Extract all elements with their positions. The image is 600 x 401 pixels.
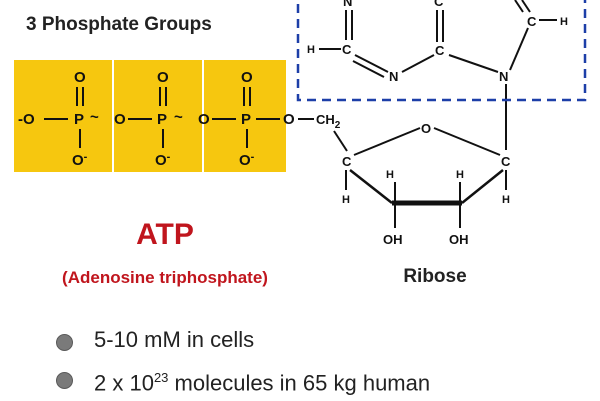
atom-n3: N <box>389 69 398 84</box>
tilde-bond: ~ <box>90 109 99 126</box>
atom-n9: N <box>499 69 508 84</box>
atom-h4: H <box>342 194 350 206</box>
phosphate-group-1: -O P O O- ~ <box>18 69 99 169</box>
atom-n-top: N <box>343 0 352 9</box>
atom-oh-3: OH <box>383 232 403 247</box>
fact-superscript: 23 <box>153 370 169 385</box>
phosphate-box-1 <box>14 60 112 172</box>
bullet-dot-icon <box>56 372 73 389</box>
fact-prefix: 2 x 10 <box>94 370 154 396</box>
atom-p: P <box>157 111 167 128</box>
adenine-highlight-box <box>296 0 587 102</box>
phosphate-group-2: O P O O- ~ <box>114 69 183 169</box>
atom-c5: C <box>434 0 444 9</box>
atom-ch2: CH2 <box>316 112 341 131</box>
atom-c2-h: H <box>456 169 464 181</box>
ribose-label: Ribose <box>403 266 467 287</box>
atom-o: O <box>157 69 169 86</box>
atom-h1: H <box>502 194 510 206</box>
atom-oh-2: OH <box>449 232 469 247</box>
bullet-dot-icon <box>56 334 73 351</box>
atom-o-minus: O- <box>72 151 88 169</box>
atom-c3: H <box>386 169 394 181</box>
atom-o-minus: -O <box>18 111 35 128</box>
list-item: 5-10 mM in cells <box>56 325 430 363</box>
fact-text: 5-10 mM in cells <box>94 327 255 352</box>
fact-suffix: molecules in 65 kg human <box>168 370 431 396</box>
atom-c2: C <box>342 42 352 57</box>
heading-phosphate-groups: 3 Phosphate Groups <box>26 14 212 35</box>
atom-c4: C <box>342 154 352 169</box>
atom-c4-base: C <box>435 43 445 58</box>
atom-o-ring: O <box>421 121 431 136</box>
atom-h-c2: H <box>307 44 315 56</box>
atom-o-minus: O- <box>239 151 255 169</box>
list-item: 2 x 1023 molecules in 65 kg human <box>56 363 430 401</box>
atp-title: ATP <box>136 218 194 251</box>
facts-list: 5-10 mM in cells 2 x 1023 molecules in 6… <box>56 325 430 401</box>
tilde-bond: ~ <box>174 109 183 126</box>
phosphate-group-3: O P O O- <box>198 69 280 169</box>
atom-o: O <box>198 111 210 128</box>
phosphate-box-2 <box>114 60 202 172</box>
atom-p: P <box>241 111 251 128</box>
atom-c8: C <box>527 14 537 29</box>
adenine-fragment: N H C N C C N C H <box>307 0 568 84</box>
atom-o: O <box>241 69 253 86</box>
atom-o: O <box>74 69 86 86</box>
atp-subtitle: (Adenosine triphosphate) <box>62 268 268 287</box>
atom-p: P <box>74 111 84 128</box>
atom-o-minus: O- <box>155 151 171 169</box>
ribose-ring: C O C H H OH OH H H <box>333 84 511 247</box>
phosphate-box-3 <box>204 60 286 172</box>
atom-o: O <box>114 111 126 128</box>
atom-c1: C <box>501 154 511 169</box>
atom-h-c8: H <box>560 16 568 28</box>
atom-o-bridge: O <box>283 111 295 128</box>
